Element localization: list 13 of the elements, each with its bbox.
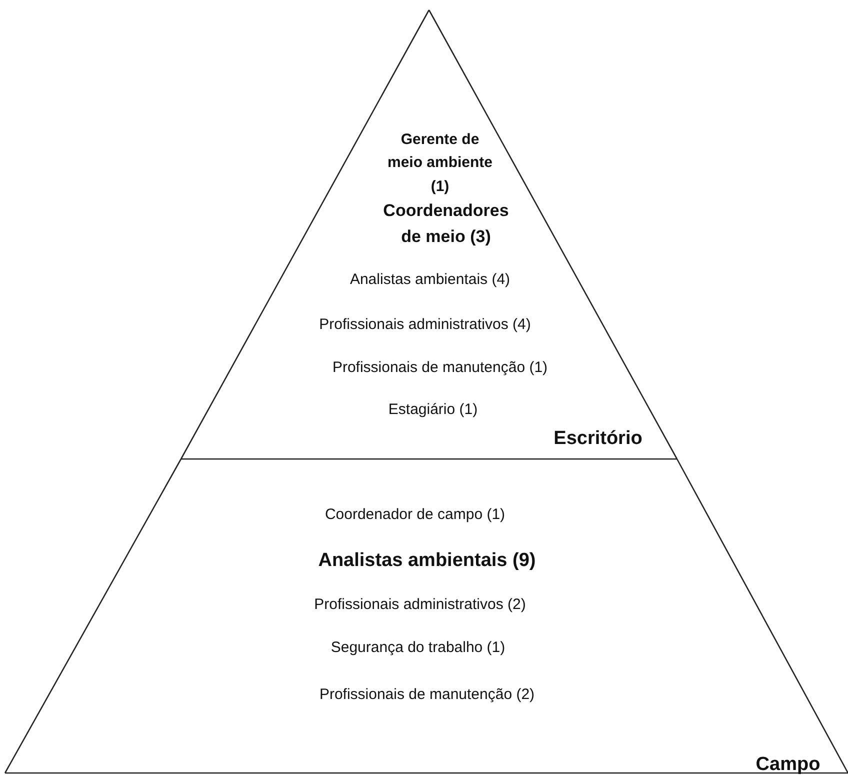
role-count: Analistas ambientais (4)	[350, 270, 510, 290]
role-count: Profissionais administrativos (4)	[319, 315, 531, 335]
role-count: Profissionais de manutenção (1)	[332, 358, 548, 378]
role-count: Coordenador de campo (1)	[324, 505, 506, 525]
role-count: Profissionais de manutenção (2)	[319, 685, 535, 705]
role-count: Segurança do trabalho (1)	[330, 638, 506, 658]
tier-title: Campo	[756, 753, 820, 775]
role-count: Coordenadores de meio (3)	[382, 200, 510, 248]
role-count: Analistas ambientais (9)	[318, 549, 536, 573]
role-count: Profissionais administrativos (2)	[314, 595, 526, 615]
role-count: Gerente de meio ambiente (1)	[386, 130, 494, 196]
role-count: Estagiário (1)	[388, 400, 478, 420]
tier-title: Escritório	[554, 427, 642, 451]
